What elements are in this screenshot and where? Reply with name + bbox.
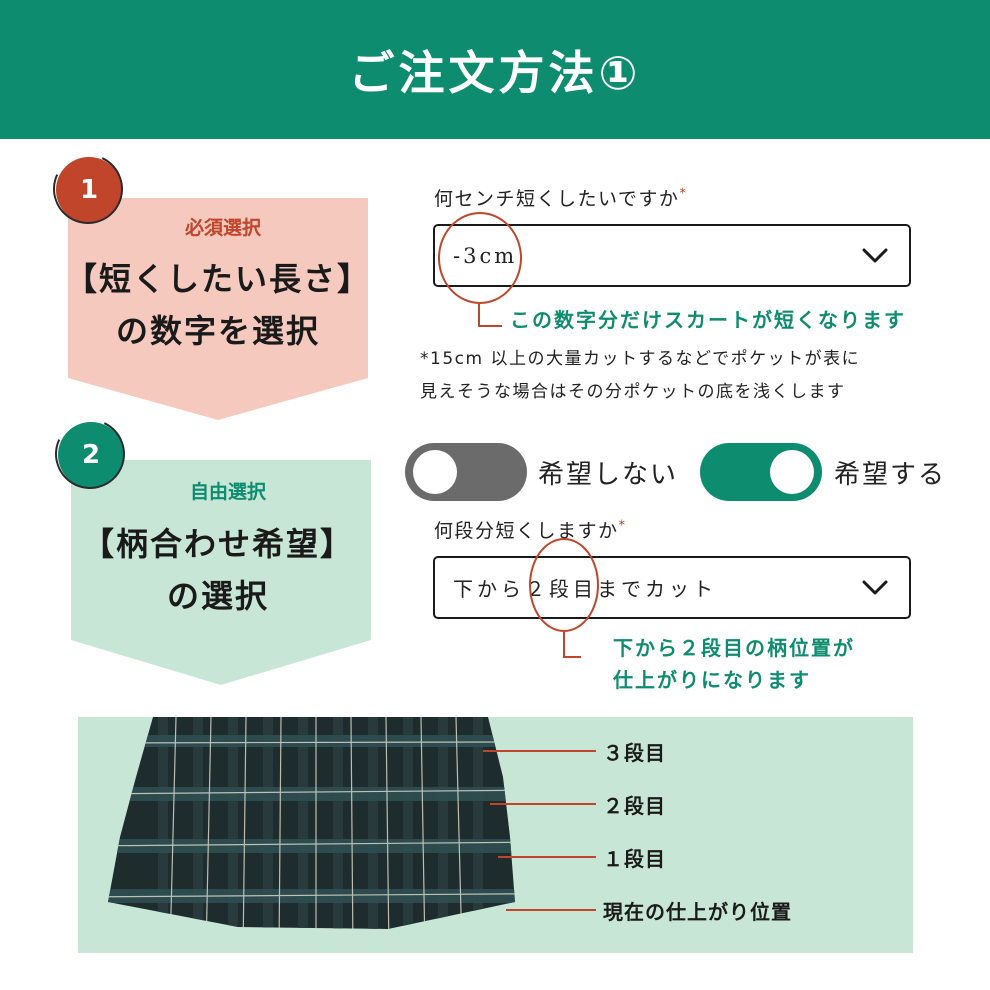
chevron-down-icon [861, 242, 889, 270]
tier-field-label: 何段分短くしますか* [434, 518, 627, 542]
required-asterisk: * [679, 186, 688, 202]
length-callout: この数字分だけスカートが短くなります [510, 308, 906, 332]
current-hem-label: 現在の仕上がり位置 [603, 900, 792, 924]
step1-required-label: 必須選択 [184, 217, 261, 239]
chevron-down-icon [861, 574, 889, 602]
pattern-match-off-toggle[interactable] [405, 443, 527, 501]
step1-panel [68, 198, 368, 420]
pattern-match-on-toggle[interactable] [700, 443, 822, 501]
toggle-off-label: 希望しない [538, 460, 679, 490]
required-asterisk: * [618, 518, 627, 534]
step2-panel [71, 460, 371, 685]
step2-optional-label: 自由選択 [189, 481, 266, 503]
tier3-label: ３段目 [603, 741, 666, 765]
highlight-circle [529, 538, 599, 632]
pleated-skirt-image [108, 717, 515, 929]
step1-badge: 1 [56, 157, 122, 223]
tier1-marker-line [498, 856, 596, 858]
step1-title: 【短くしたい長さ】 の数字を選択 [64, 260, 371, 350]
callout-leader-line [478, 304, 502, 327]
tier1-label: １段目 [603, 847, 666, 871]
highlight-circle [438, 212, 522, 304]
length-field-label: 何センチ短くしたいですか* [434, 186, 688, 210]
toggle-on-label: 希望する [834, 460, 947, 490]
step1-arrow-shape [68, 198, 368, 420]
callout-leader-line [563, 632, 581, 658]
tier2-marker-line [490, 803, 596, 805]
tier-callout: 下から２段目の柄位置が 仕上がりになります [613, 636, 855, 692]
toggle-knob [413, 450, 457, 494]
step2-title: 【柄合わせ希望】 の選択 [81, 525, 354, 615]
pocket-footnote: *15cm 以上の大量カットするなどでポケットが表に 見えそうな場合はその分ポケ… [420, 349, 861, 402]
toggle-knob [770, 450, 814, 494]
tier3-marker-line [483, 750, 596, 752]
current-hem-marker-line [506, 909, 596, 911]
tier-select[interactable]: 下から２段目までカット [433, 556, 911, 619]
step2-badge: 2 [58, 422, 124, 488]
tier2-label: ２段目 [603, 794, 666, 818]
step2-arrow-shape [71, 460, 371, 685]
skirt-diagram-panel: ３段目 ２段目 １段目 現在の仕上がり位置 [78, 717, 913, 953]
page-header: ご注文方法① [0, 0, 990, 139]
page-title: ご注文方法① [348, 45, 642, 100]
